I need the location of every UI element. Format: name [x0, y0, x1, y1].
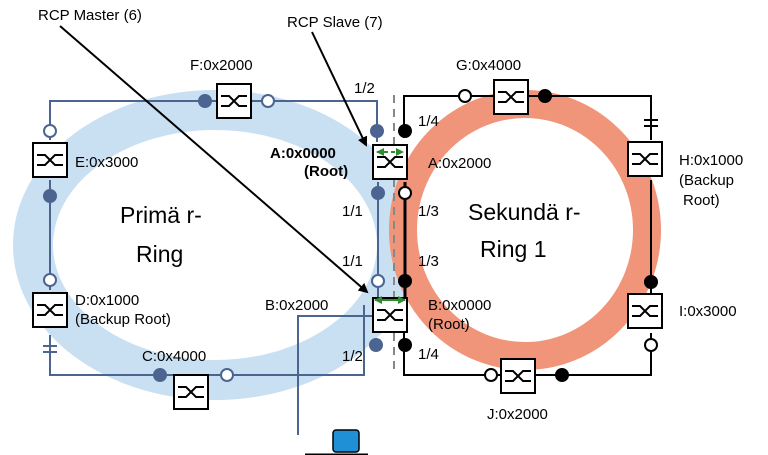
primary-ring-band: [13, 90, 417, 400]
primary-ring-name-line1: Primä r-: [120, 202, 202, 228]
switch-g-icon: [493, 79, 529, 115]
switch-b-primary-label: B:0x2000: [265, 297, 328, 314]
switch-j-label: J:0x2000: [487, 406, 548, 423]
end-device-icon: [332, 429, 360, 453]
switch-f-label: F:0x2000: [190, 57, 253, 74]
switch-i-icon: [627, 293, 663, 329]
switch-f-icon: [216, 83, 252, 119]
port-a-link-primary-label: 1/1: [342, 203, 363, 220]
port-a-primary-label: 1/2: [354, 80, 375, 97]
switch-a-icon: [372, 144, 408, 180]
rcp-slave-callout-arrow: [311, 31, 368, 147]
secondary-ring-name-line1: Sekundä r-: [468, 199, 581, 225]
switch-g-label: G:0x4000: [456, 57, 521, 74]
switch-a-primary-label: A:0x0000: [270, 145, 336, 162]
switch-h-icon: [627, 141, 663, 177]
port-b-primary-label: 1/2: [342, 348, 363, 365]
switch-b-secondary-label: B:0x0000: [428, 297, 491, 314]
primary-ring-name-line2: Ring: [136, 241, 183, 267]
switch-d-backup-label: (Backup Root): [75, 311, 171, 328]
rcp-master-callout-arrow: [59, 25, 369, 294]
switch-c-label: C:0x4000: [142, 348, 206, 365]
switch-j-icon: [500, 358, 536, 394]
port-b-secondary-label: 1/4: [418, 346, 439, 363]
secondary-ring-name-line2: Ring 1: [480, 236, 546, 262]
rcp-slave-label: RCP Slave (7): [287, 14, 383, 31]
primary-port-markers: [43, 94, 385, 382]
switch-e-icon: [32, 142, 68, 178]
port-b-link-secondary-label: 1/3: [418, 253, 439, 270]
switch-i-label: I:0x3000: [679, 303, 737, 320]
switch-a-primary-root-label: (Root): [304, 163, 348, 180]
switch-a-secondary-label: A:0x2000: [428, 155, 491, 172]
port-a-secondary-label: 1/4: [418, 113, 439, 130]
switch-h-root-label: Root): [683, 192, 720, 209]
switch-c-icon: [173, 374, 209, 410]
switch-h-backup-label: (Backup: [679, 172, 734, 189]
switch-d-label: D:0x1000: [75, 292, 139, 309]
switch-h-label: H:0x1000: [679, 152, 743, 169]
secondary-port-markers: [398, 89, 658, 382]
port-b-link-primary-label: 1/1: [342, 253, 363, 270]
rcp-master-label: RCP Master (6): [38, 7, 142, 24]
switch-d-icon: [32, 292, 68, 328]
switch-e-label: E:0x3000: [75, 154, 138, 171]
switch-b-icon: [372, 297, 408, 333]
end-device-link: [297, 315, 372, 435]
switch-b-secondary-root-label: (Root): [428, 316, 470, 333]
port-a-link-secondary-label: 1/3: [418, 203, 439, 220]
